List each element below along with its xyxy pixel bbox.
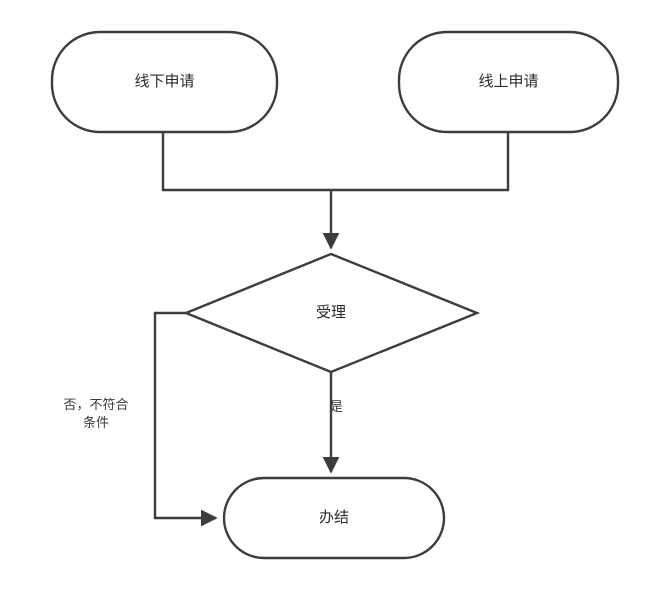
edge-label-yes: 是 — [330, 399, 344, 414]
node-offline-apply[interactable] — [50, 30, 279, 134]
edge-offline-to-accept — [161, 132, 331, 192]
node-label-online-apply: 线上申请 — [478, 73, 539, 90]
edge-online-to-accept — [331, 132, 510, 192]
node-label-accept: 受理 — [315, 304, 346, 321]
node-label-offline-apply: 线下申请 — [134, 73, 195, 90]
node-complete[interactable] — [222, 476, 446, 560]
node-label-complete: 办结 — [318, 509, 349, 526]
edge-label-no-condition: 否，不符合 条件 — [63, 397, 129, 430]
edge-accept-no-to-complete — [153, 311, 218, 527]
